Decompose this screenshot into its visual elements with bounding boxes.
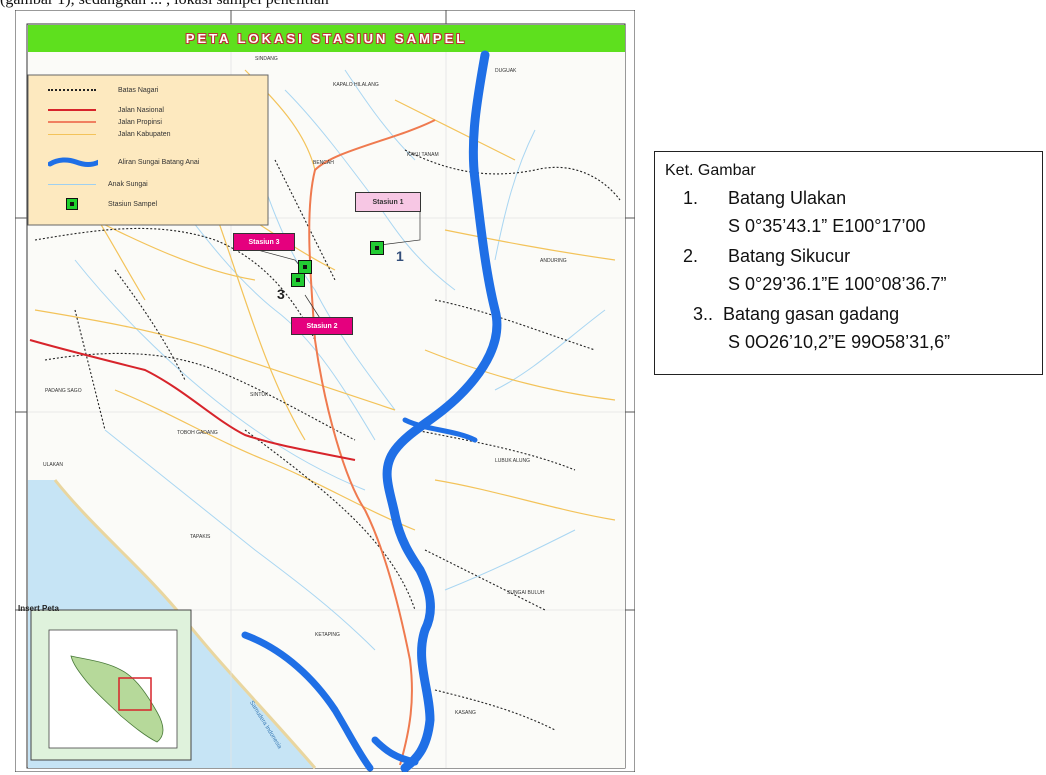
legend-row: Stasiun Sampel <box>28 197 268 211</box>
place-label: TOBOH GADANG <box>177 430 218 436</box>
legend-label: Batas Nagari <box>118 86 159 94</box>
legend-row: Aliran Sungai Batang Anai <box>28 155 268 169</box>
station-icon <box>66 198 78 210</box>
place-label: KAPALO HILALANG <box>333 82 379 88</box>
stasiun-2-tag: Stasiun 2 <box>291 317 353 335</box>
ket-item-name: Batang Sikucur <box>728 246 851 266</box>
station-number-1: 1 <box>396 248 404 264</box>
batang-anai-river <box>382 50 502 772</box>
place-label: SINDANG <box>255 56 278 62</box>
ket-gambar-box: Ket. Gambar 1. Batang Ulakan S 0°35’43.1… <box>654 151 1043 375</box>
ket-item-number: 3.. <box>693 304 714 324</box>
map-title: PETA LOKASI STASIUN SAMPEL <box>185 31 468 46</box>
map-title-bar <box>28 25 625 52</box>
place-label: KAYU TANAM <box>407 152 439 158</box>
provincial-road <box>308 119 436 766</box>
legend-row: Batas Nagari <box>28 83 268 97</box>
legend-label: Jalan Nasional <box>118 106 164 114</box>
ket-item-coord: S 0O26’10,2”E 99O58’31,6” <box>728 332 951 352</box>
ket-item-number: 2. <box>683 246 699 266</box>
river-swatch-icon <box>48 157 98 167</box>
ket-item-number: 1. <box>683 188 699 208</box>
place-label: PADANG SAGO <box>45 388 82 394</box>
inset-map-title: Insert Peta <box>18 604 59 613</box>
station-2-marker <box>298 260 312 274</box>
place-label: KASANG <box>455 710 476 716</box>
ket-item-name: Batang gasan gadang <box>723 304 900 324</box>
legend-label: Jalan Propinsi <box>118 118 162 126</box>
ket-item-coord: S 0°35’43.1” E100°17’00 <box>728 216 926 236</box>
place-label: LUBUK ALUNG <box>495 458 531 464</box>
ket-item-coord: S 0°29’36.1”E 100°08’36.7” <box>728 274 947 294</box>
place-label: KETAPING <box>315 632 340 638</box>
place-label: SINTUK <box>250 392 269 398</box>
legend-row: Jalan Nasional <box>28 103 268 117</box>
place-label: SUNGAI BULUH <box>507 590 545 596</box>
place-label: TAPAKIS <box>190 534 211 540</box>
legend-row: Anak Sungai <box>28 177 268 191</box>
legend-label: Anak Sungai <box>108 180 148 188</box>
legend-label: Stasiun Sampel <box>108 200 158 208</box>
national-road <box>29 339 356 461</box>
inset-highlight <box>118 677 152 711</box>
coastal-river <box>241 631 374 772</box>
station-location-map: PETA LOKASI STASIUN SAMPEL Batas Nagari … <box>15 10 635 772</box>
map-canvas <box>15 10 635 772</box>
station-1-marker <box>370 241 384 255</box>
legend: Batas Nagari Jalan Nasional Jalan Propin… <box>28 75 268 225</box>
ket-item-name: Batang Ulakan <box>728 188 847 208</box>
place-label: ANDURING <box>540 258 567 264</box>
legend-label: Jalan Kabupaten <box>118 130 171 138</box>
place-label: BENCAH <box>313 160 334 166</box>
legend-label: Aliran Sungai Batang Anai <box>118 158 200 166</box>
stasiun-3-tag: Stasiun 3 <box>233 233 295 251</box>
legend-row: Jalan Kabupaten <box>28 127 268 141</box>
top-caption-fragment: (gambar 1), sedangkan ... , lokasi sampe… <box>0 0 640 8</box>
stasiun-1-tag: Stasiun 1 <box>355 192 421 212</box>
inset-region <box>70 655 164 743</box>
station-number-3: 3 <box>277 286 285 302</box>
legend-row: Jalan Propinsi <box>28 115 268 129</box>
place-label: ULAKAN <box>43 462 64 468</box>
station-3-marker <box>291 273 305 287</box>
ket-title: Ket. Gambar <box>665 162 756 179</box>
place-label: DUGUAK <box>495 68 517 74</box>
